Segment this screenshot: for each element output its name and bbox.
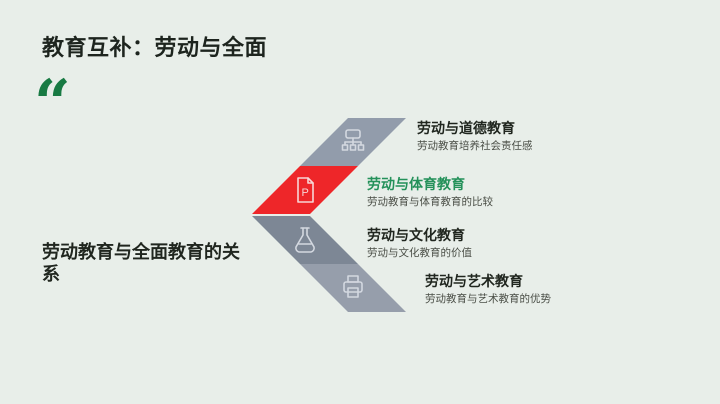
list-item-art-education: 劳动与艺术教育 劳动教育与艺术教育的优势 — [425, 273, 551, 305]
item-subtitle: 劳动教育与艺术教育的优势 — [425, 293, 551, 305]
left-heading: 劳动教育与全面教育的关系 — [42, 242, 240, 284]
item-title: 劳动与文化教育 — [367, 227, 465, 243]
chevron-diagram: P — [240, 110, 410, 315]
slide-title: 教育互补：劳动与全面 — [42, 35, 268, 60]
printer-icon — [343, 275, 363, 298]
item-title: 劳动与道德教育 — [417, 120, 515, 136]
chevron-svg: P — [252, 118, 406, 312]
chevron-segment-red — [252, 166, 358, 214]
sitemap-icon — [341, 129, 365, 151]
item-subtitle: 劳动教育培养社会责任感 — [417, 140, 533, 152]
svg-text:P: P — [302, 187, 309, 199]
chevron-segment-gray-dark — [252, 216, 358, 264]
item-title: 劳动与艺术教育 — [425, 273, 523, 289]
flask-icon — [295, 227, 315, 253]
list-item-cultural-education: 劳动与文化教育 劳动与文化教育的价值 — [367, 227, 472, 259]
list-item-physical-education: 劳动与体育教育 劳动教育与体育教育的比较 — [367, 176, 493, 208]
item-title-highlighted: 劳动与体育教育 — [367, 176, 465, 192]
item-subtitle: 劳动与文化教育的价值 — [367, 247, 472, 259]
document-p-icon: P — [297, 177, 314, 203]
item-subtitle: 劳动教育与体育教育的比较 — [367, 196, 493, 208]
quote-icon: “ — [34, 66, 71, 141]
list-item-moral-education: 劳动与道德教育 劳动教育培养社会责任感 — [417, 120, 533, 152]
